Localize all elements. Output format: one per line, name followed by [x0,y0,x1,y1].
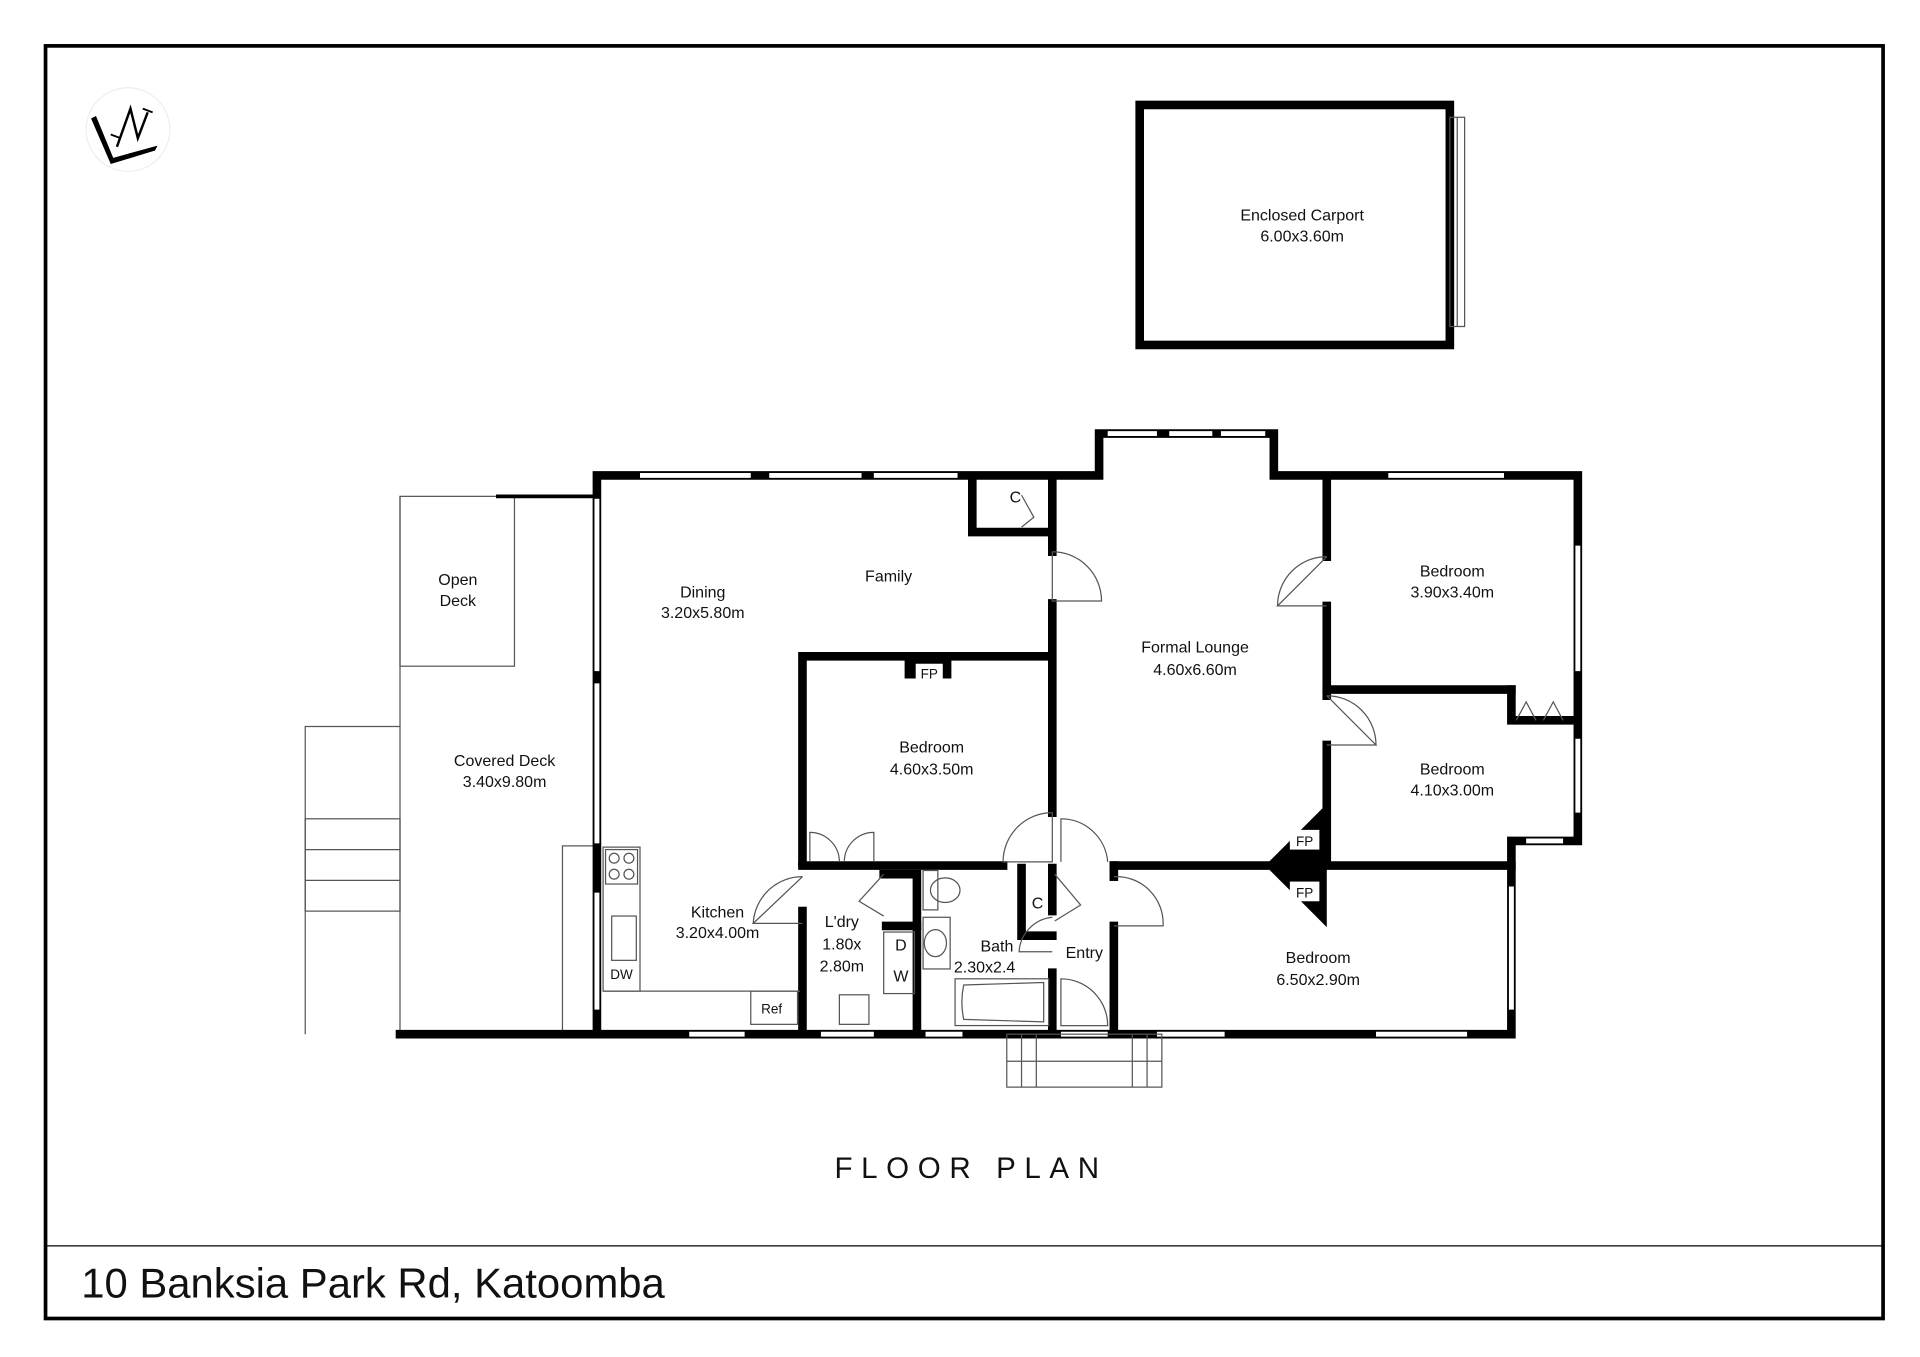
room-label-dining: Dining [680,584,725,601]
interior-walls [798,476,1578,1039]
exterior-walls [395,429,1583,1039]
room-label-bath: Bath [980,939,1013,956]
dishwasher-label: DW [610,967,633,982]
room-labels: Open Deck Covered Deck 3.40x9.80m Dining… [438,563,1494,989]
fireplace-label: FP [921,667,938,682]
closet-label: C [1010,490,1022,507]
room-size-laundry-2: 2.80m [820,958,864,975]
room-label-formal-lounge: Formal Lounge [1141,640,1249,657]
room-size-kitchen: 3.20x4.00m [676,925,760,942]
fixtures [602,846,1050,1027]
room-size-dining: 3.20x5.80m [661,605,745,622]
room-label-entry: Entry [1066,945,1103,962]
enclosed-carport: Enclosed Carport 6.00x3.60m [1135,100,1466,350]
room-size-bedroom-se: 6.50x2.90m [1276,972,1360,989]
washer-label: W [893,968,909,985]
fridge-label: Ref [761,1001,782,1016]
room-label-family: Family [865,568,912,585]
room-label-bedroom-center: Bedroom [899,739,964,756]
plan-title: FLOOR PLAN [835,1152,1108,1185]
ln-monogram-logo [85,87,171,173]
sheet-border [43,44,1885,1321]
door-swings [751,494,1564,1027]
room-label-carport: Enclosed Carport [1240,208,1364,225]
room-label-laundry: L'dry [825,914,859,931]
room-size-bedroom-ne: 3.90x3.40m [1411,584,1495,601]
room-label-bedroom-ne: Bedroom [1420,563,1485,580]
room-size-formal-lounge: 4.60x6.60m [1153,662,1237,679]
room-label-covered-deck: Covered Deck [454,753,556,770]
property-address: 10 Banksia Park Rd, Katoomba [81,1260,665,1307]
room-size-bath: 2.30x2.4 [954,960,1015,977]
room-label-bedroom-se: Bedroom [1286,950,1351,967]
dryer-label: D [895,937,907,954]
room-size-bedroom-e: 4.10x3.00m [1411,782,1495,799]
room-size-covered-deck: 3.40x9.80m [463,774,547,791]
fixture-labels: C C FP FP FP D W DW Ref [610,490,1313,1017]
room-size-carport: 6.00x3.60m [1260,229,1344,246]
fireplace-label: FP [1296,886,1313,901]
room-label-open-deck-1: Open [438,572,477,589]
fireplace-label: FP [1296,834,1313,849]
room-label-bedroom-e: Bedroom [1420,762,1485,779]
room-label-kitchen: Kitchen [691,904,744,921]
room-size-bedroom-center: 4.60x3.50m [890,762,974,779]
room-label-open-deck-2: Deck [440,593,477,610]
room-size-laundry-1: 1.80x [822,936,861,953]
closet-label: C [1032,896,1044,913]
entry-steps [1006,1033,1163,1088]
